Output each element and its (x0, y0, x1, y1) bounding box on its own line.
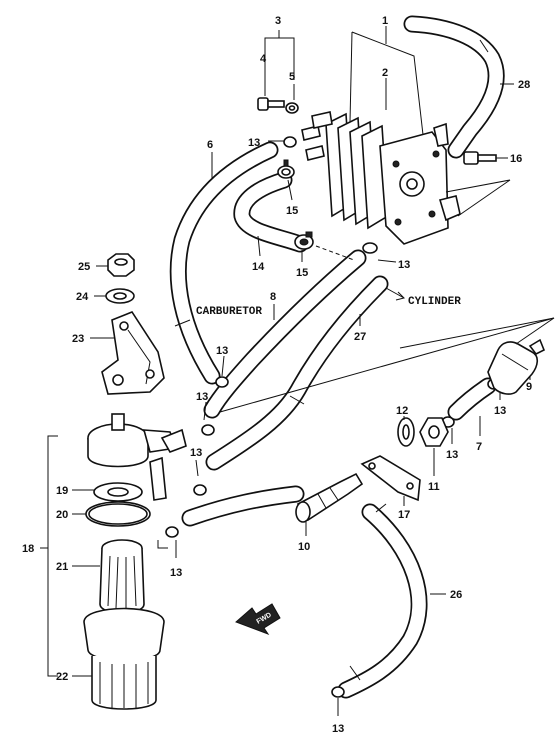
connector-10 (295, 472, 364, 523)
callout-7: 7 (476, 441, 482, 453)
leader-lines (40, 26, 555, 716)
hose-26 (337, 503, 428, 699)
callout-28: 28 (518, 79, 530, 91)
element-21 (99, 539, 145, 614)
callout-13-i: 13 (332, 723, 344, 735)
callout-26: 26 (450, 589, 462, 601)
callout-15-a: 15 (286, 205, 298, 217)
callout-14: 14 (252, 261, 265, 273)
callout-17: 17 (398, 509, 410, 521)
seal-19 (93, 482, 143, 502)
callout-13-c: 13 (216, 345, 228, 357)
callout-15-b: 15 (296, 267, 308, 279)
callout-20: 20 (56, 509, 68, 521)
hose-6 (169, 141, 279, 385)
callout-25: 25 (78, 261, 90, 273)
nut-25 (107, 253, 135, 277)
callout-13-g: 13 (446, 449, 458, 461)
bracket-23 (101, 311, 165, 395)
flow-annotations: CARBURETOR CYLINDER (196, 287, 461, 318)
carburetor-label: CARBURETOR (196, 306, 262, 318)
hose-14 (233, 171, 309, 253)
cylinder-label: CYLINDER (408, 296, 461, 308)
fuel-pump-assembly (301, 31, 461, 245)
washer-12 (397, 417, 415, 447)
callout-3: 3 (275, 15, 281, 27)
callout-13-f: 13 (170, 567, 182, 579)
callout-4: 4 (260, 53, 267, 65)
callout-13-a: 13 (248, 137, 260, 149)
callout-8: 8 (270, 291, 276, 303)
callout-13-d: 13 (196, 391, 208, 403)
hose-7 (447, 377, 497, 421)
bowl-22 (83, 607, 165, 710)
o-ring-20 (85, 501, 151, 527)
callout-13-b: 13 (398, 259, 410, 271)
washer-5 (285, 102, 299, 114)
callout-6: 6 (207, 139, 213, 151)
callout-10: 10 (298, 541, 310, 553)
callout-21: 21 (56, 561, 68, 573)
clip-13 (165, 136, 501, 698)
callout-18: 18 (22, 543, 34, 555)
callout-23: 23 (72, 333, 84, 345)
screw-4 (257, 97, 285, 111)
callout-16: 16 (510, 153, 522, 165)
hose-8 (203, 249, 367, 419)
clip-15-lower (294, 231, 314, 250)
callout-2: 2 (382, 67, 388, 79)
filter-head (87, 413, 187, 501)
hose-lower (181, 485, 305, 527)
washer-24 (105, 288, 135, 304)
callout-12: 12 (396, 405, 408, 417)
bracket-17 (360, 455, 421, 502)
clip-15-upper (277, 159, 295, 179)
fwd-arrow: FWD (235, 603, 281, 636)
callout-9: 9 (526, 381, 532, 393)
nut-11 (419, 417, 449, 447)
callout-13-e: 13 (190, 447, 202, 459)
callout-13-h: 13 (494, 405, 506, 417)
callout-1: 1 (382, 15, 388, 27)
callout-19: 19 (56, 485, 68, 497)
filter-9 (487, 338, 546, 395)
callout-27: 27 (354, 331, 366, 343)
callout-11: 11 (428, 481, 440, 493)
callout-22: 22 (56, 671, 68, 683)
callout-numbers: 1 2 3 4 5 6 7 8 9 10 11 12 13 13 13 13 1… (22, 15, 532, 735)
hose-28 (403, 15, 505, 159)
callout-5: 5 (289, 71, 295, 83)
bolt-16 (463, 151, 497, 165)
callout-24: 24 (76, 291, 89, 303)
